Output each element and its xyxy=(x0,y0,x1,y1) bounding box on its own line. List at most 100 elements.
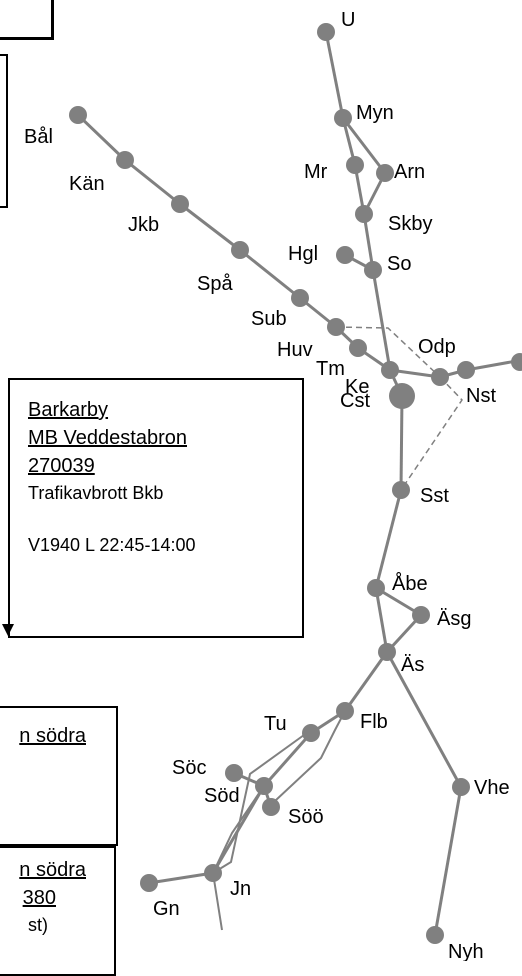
track-segment xyxy=(371,269,392,371)
station-label-flb: Flb xyxy=(360,711,388,733)
station-label-tm: Tm xyxy=(316,358,345,380)
station-label-spa: Spå xyxy=(197,273,233,295)
station-label-sub: Sub xyxy=(251,308,287,330)
dashed-track-segment xyxy=(335,326,441,378)
station-dot-as[interactable] xyxy=(378,643,396,661)
info-id: 270039 xyxy=(28,455,95,477)
track-segment xyxy=(385,651,463,788)
station-dot-offscreen[interactable] xyxy=(511,353,522,371)
station-label-mr: Mr xyxy=(304,161,328,183)
station-label-huv: Huv xyxy=(277,339,313,361)
track-segment xyxy=(211,785,265,931)
station-label-nyh: Nyh xyxy=(448,941,484,961)
track-segment xyxy=(433,786,463,936)
station-dot-sod[interactable] xyxy=(255,777,273,795)
station-dot-u[interactable] xyxy=(317,23,335,41)
station-dot-jn[interactable] xyxy=(204,864,222,882)
station-label-soc: Söc xyxy=(172,757,206,779)
station-label-odp: Odp xyxy=(418,336,456,358)
station-dot-ke[interactable] xyxy=(381,361,399,379)
station-label-myn: Myn xyxy=(356,102,394,124)
track-segment xyxy=(76,113,127,162)
station-label-sst: Sst xyxy=(420,485,449,507)
station-dot-sst[interactable] xyxy=(392,481,410,499)
info-arrow-icon xyxy=(2,624,14,636)
station-dot-abe[interactable] xyxy=(367,579,385,597)
station-dot-soc[interactable] xyxy=(225,764,243,782)
station-dot-kan[interactable] xyxy=(116,151,134,169)
track-segment xyxy=(124,158,181,206)
station-label-soo: Söö xyxy=(288,806,324,828)
station-dot-cst[interactable] xyxy=(389,383,415,409)
station-label-tu: Tu xyxy=(264,713,287,735)
info-box-lower-1: n södra xyxy=(0,706,118,846)
station-dot-odp[interactable] xyxy=(431,368,449,386)
station-label-sod: Söd xyxy=(204,785,240,807)
station-label-hgl: Hgl xyxy=(288,243,318,265)
track-segment xyxy=(212,734,305,874)
station-dot-sub[interactable] xyxy=(291,289,309,307)
station-dot-soo[interactable] xyxy=(262,798,280,816)
track-segment xyxy=(362,213,375,271)
track-segment xyxy=(239,248,301,300)
info-station-name: Barkarby xyxy=(28,399,109,421)
track-segment xyxy=(262,732,313,787)
track-segment xyxy=(374,489,403,589)
station-label-as: Äs xyxy=(401,654,424,676)
station-dot-huv[interactable] xyxy=(327,318,345,336)
station-dot-tm[interactable] xyxy=(349,339,367,357)
station-dot-nst[interactable] xyxy=(457,361,475,379)
station-dot-myn[interactable] xyxy=(334,109,352,127)
station-label-u: U xyxy=(341,9,355,31)
info-spacer xyxy=(28,506,302,532)
station-label-nst: Nst xyxy=(466,385,496,407)
station-label-bal: Bål xyxy=(24,126,53,148)
top-left-box-fragment xyxy=(0,0,54,40)
track-segment xyxy=(324,31,345,119)
station-dot-tu[interactable] xyxy=(302,724,320,742)
station-dot-skby[interactable] xyxy=(355,205,373,223)
station-label-jkb: Jkb xyxy=(128,214,159,236)
track-segment xyxy=(179,202,241,252)
station-label-arn: Arn xyxy=(394,161,425,183)
info-location: MB Veddestabron xyxy=(28,427,187,449)
info-lower2-text1: n södra xyxy=(19,859,86,881)
station-label-kan: Kän xyxy=(69,173,105,195)
track-segment xyxy=(374,587,389,653)
station-dot-bal[interactable] xyxy=(69,106,87,124)
station-dot-arn[interactable] xyxy=(376,164,394,182)
station-dot-hgl[interactable] xyxy=(336,246,354,264)
station-label-skby: Skby xyxy=(388,213,432,235)
station-label-jn: Jn xyxy=(230,878,251,900)
track-segment xyxy=(343,651,389,712)
station-dot-gn[interactable] xyxy=(140,874,158,892)
info-disruption: Trafikavbrott Bkb xyxy=(28,483,164,503)
left-box-fragment xyxy=(0,54,8,208)
station-dot-asg[interactable] xyxy=(412,606,430,624)
info-box-lower-2: n södra 380 st) xyxy=(0,846,116,976)
station-dot-mr[interactable] xyxy=(346,156,364,174)
info-lower2-text3: st) xyxy=(28,915,48,935)
stations xyxy=(69,23,522,944)
info-box-barkarby: Barkarby MB Veddestabron 270039 Trafikav… xyxy=(8,378,304,638)
station-label-cst: Cst xyxy=(340,390,370,412)
station-label-asg: Äsg xyxy=(437,608,471,630)
station-dot-spa[interactable] xyxy=(231,241,249,259)
dashed-track-segment xyxy=(400,376,463,491)
track-segment xyxy=(341,117,387,174)
station-dot-vhe[interactable] xyxy=(452,778,470,796)
station-label-so: So xyxy=(387,253,411,275)
track-segment xyxy=(148,871,214,885)
station-label-gn: Gn xyxy=(153,898,180,920)
info-time: V1940 L 22:45-14:00 xyxy=(28,535,196,555)
info-lower2-text2: 380 xyxy=(22,887,56,909)
track-segment xyxy=(399,395,404,491)
station-dot-flb[interactable] xyxy=(336,702,354,720)
station-dot-jkb[interactable] xyxy=(171,195,189,213)
info-lower1-text: n södra xyxy=(19,725,86,747)
station-dot-nyh[interactable] xyxy=(426,926,444,944)
station-label-abe: Åbe xyxy=(392,572,428,595)
station-dot-so[interactable] xyxy=(364,261,382,279)
